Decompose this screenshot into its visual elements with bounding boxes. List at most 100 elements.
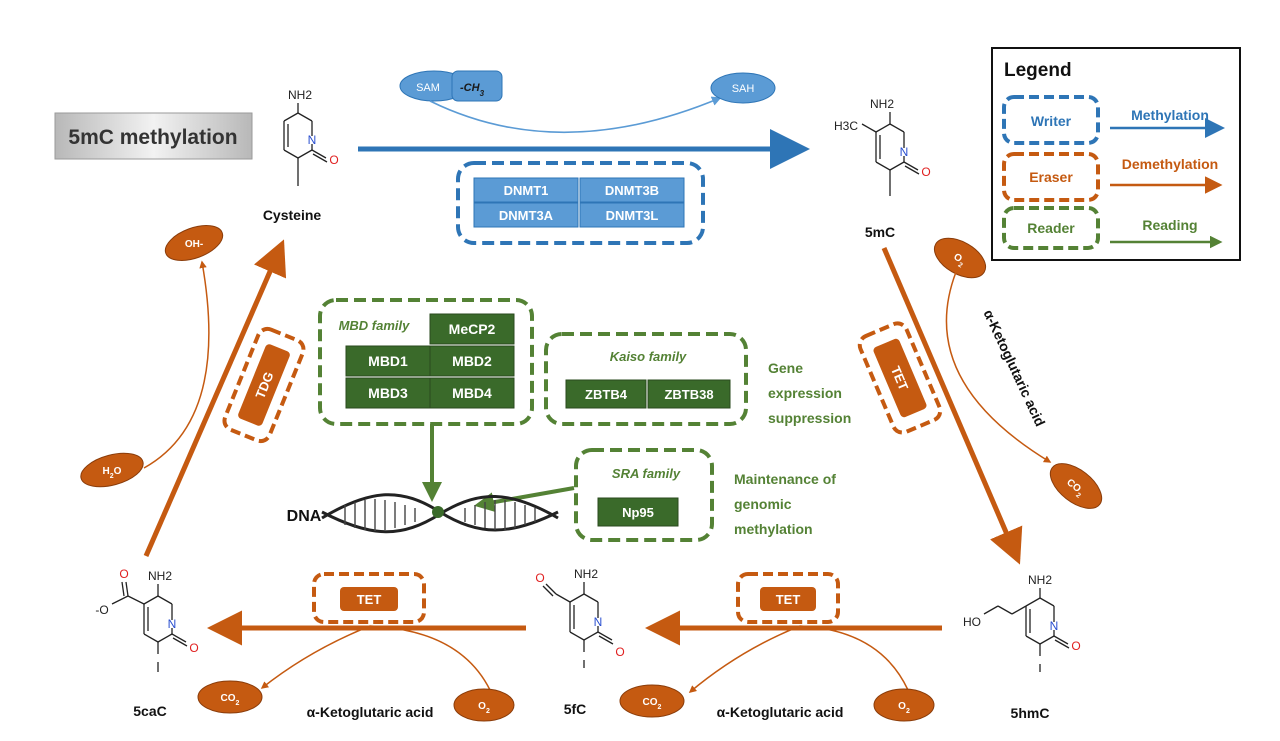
svg-text:O2: O2: [478, 701, 490, 715]
svg-text:H2O: H2O: [103, 466, 122, 480]
tet-oxidation-arrow-right: [881, 247, 1023, 565]
reader-mbd4: MBD4: [452, 385, 492, 401]
suppression-line-3: suppression: [768, 410, 851, 426]
svg-text:O2: O2: [898, 701, 910, 715]
o2-bottom-right-o: O: [898, 701, 906, 712]
molecule-5fc: [542, 582, 614, 668]
writer-dnmt3a: DNMT3A: [499, 208, 554, 223]
5fc-amine: NH2: [574, 567, 598, 581]
sra-family-title: SRA family: [612, 466, 681, 481]
molecule-cysteine: [283, 103, 328, 186]
5fc-o: O: [615, 645, 624, 659]
svg-text:-CH3: -CH3: [460, 82, 485, 98]
5cac-carboxyl-om: -O: [95, 603, 108, 617]
molecule-5mc: [861, 112, 920, 196]
sah-cofactor: SAH: [710, 72, 776, 104]
5hmc-n: N: [1050, 619, 1059, 633]
5cac-carboxyl-o: O: [119, 567, 128, 581]
5fc-aldehyde-o: O: [535, 571, 544, 585]
co2-bottom-left: CO2: [197, 680, 263, 714]
h2o-cofactor: H2O: [80, 452, 144, 488]
tet-bottom-left-label: TET: [357, 592, 382, 607]
reader-sra-family: SRA family Np95: [574, 448, 714, 542]
reader-np95: Np95: [622, 505, 654, 520]
5hmc-amine: NH2: [1028, 573, 1052, 587]
legend-writer: Writer: [1031, 113, 1072, 129]
reader-mbd-family: MBD family MeCP2 MBD1 MBD2 MBD3 MBD4: [318, 298, 534, 426]
akg-label-bottom-left: α-Ketoglutaric acid: [307, 704, 434, 720]
suppression-line-2: expression: [768, 385, 842, 401]
reader-mecp2: MeCP2: [449, 321, 496, 337]
co2-bottom-left-co: CO: [221, 693, 236, 704]
co2-bottom-right-sub: 2: [658, 704, 662, 711]
suppression-line-1: Gene: [768, 360, 803, 376]
5cac-o: O: [189, 641, 198, 655]
5mc-label: 5mC: [865, 224, 895, 240]
writer-group: DNMT1 DNMT3B DNMT3A DNMT3L: [456, 161, 705, 245]
akg-label-right: α-Ketoglutaric acid: [980, 307, 1048, 429]
maintenance-line-2: genomic: [734, 496, 792, 512]
co2-right-sub: 2: [1075, 491, 1082, 499]
tdg-eraser: TDG: [222, 326, 306, 444]
reader-zbtb38: ZBTB38: [664, 387, 713, 402]
h2o-sub: 2: [110, 473, 114, 480]
o2-bottom-left-o: O: [478, 701, 486, 712]
writer-dnmt3l: DNMT3L: [606, 208, 659, 223]
o2-right-sub: 2: [957, 261, 964, 269]
legend-demethylation: Demethylation: [1122, 156, 1218, 172]
co2-right: CO2: [1049, 463, 1103, 509]
outcome-maintenance: Maintenance of genomic methylation: [734, 471, 836, 537]
5mc-amine: NH2: [870, 97, 894, 111]
co2-bottom-left-sub: 2: [236, 700, 240, 707]
cysteine-label: Cysteine: [263, 207, 322, 223]
cysteine-amine: NH2: [288, 88, 312, 102]
5hmc-o: O: [1071, 639, 1080, 653]
sah-label: SAH: [732, 83, 755, 95]
co2-bottom-right: CO2: [619, 684, 685, 718]
5mc-o: O: [921, 165, 930, 179]
o2-bottom-left-sub: 2: [486, 708, 490, 715]
h2o-to-oh-arrow: [143, 260, 210, 469]
page-title: 5mC methylation: [68, 126, 237, 149]
o2-right: O2: [933, 237, 987, 279]
writer-dnmt3b: DNMT3B: [605, 183, 659, 198]
title-box: 5mC methylation: [54, 112, 253, 160]
h2o-o: O: [114, 466, 122, 477]
sam-cofactor: SAM -CH3: [399, 70, 503, 102]
sra-reading-arrow: [474, 486, 575, 513]
molecule-5cac: [111, 581, 188, 672]
5hmc-hydroxy: HO: [963, 615, 981, 629]
tdg-excision-arrow: [143, 239, 287, 557]
5cac-n: N: [168, 617, 177, 631]
tet-eraser-bottom-right: TET: [736, 572, 840, 624]
5fc-n: N: [594, 615, 603, 629]
reader-mbd1: MBD1: [368, 353, 408, 369]
sam-to-sah-arrow: [429, 96, 722, 134]
5mc-n: N: [900, 145, 909, 159]
5mc-methyl: H3C: [834, 119, 858, 133]
legend: Legend Writer Methylation Eraser Demethy…: [991, 47, 1241, 261]
o2-bottom-right-sub: 2: [906, 708, 910, 715]
dna-label: DNA: [287, 508, 322, 525]
legend-methylation: Methylation: [1131, 107, 1209, 123]
ch3-subscript: 3: [480, 89, 485, 98]
5fc-label: 5fC: [564, 701, 587, 717]
molecule-5hmc: [983, 588, 1070, 672]
cysteine-o: O: [329, 153, 338, 167]
legend-reader: Reader: [1027, 220, 1075, 236]
writer-dnmt1: DNMT1: [504, 183, 549, 198]
tet-eraser-bottom-left: TET: [312, 572, 426, 624]
sam-label: SAM: [416, 82, 440, 94]
svg-text:O2: O2: [950, 252, 967, 270]
o2-bottom-right: O2: [873, 688, 935, 722]
reader-zbtb4: ZBTB4: [585, 387, 628, 402]
reader-mbd3: MBD3: [368, 385, 408, 401]
svg-text:CO2: CO2: [643, 697, 662, 711]
akg-label-bottom-right: α-Ketoglutaric acid: [717, 704, 844, 720]
5cac-amine: NH2: [148, 569, 172, 583]
mbd-family-title: MBD family: [339, 318, 411, 333]
5cac-label: 5caC: [133, 703, 166, 719]
legend-eraser: Eraser: [1029, 169, 1073, 185]
dna-helix: [321, 493, 559, 534]
